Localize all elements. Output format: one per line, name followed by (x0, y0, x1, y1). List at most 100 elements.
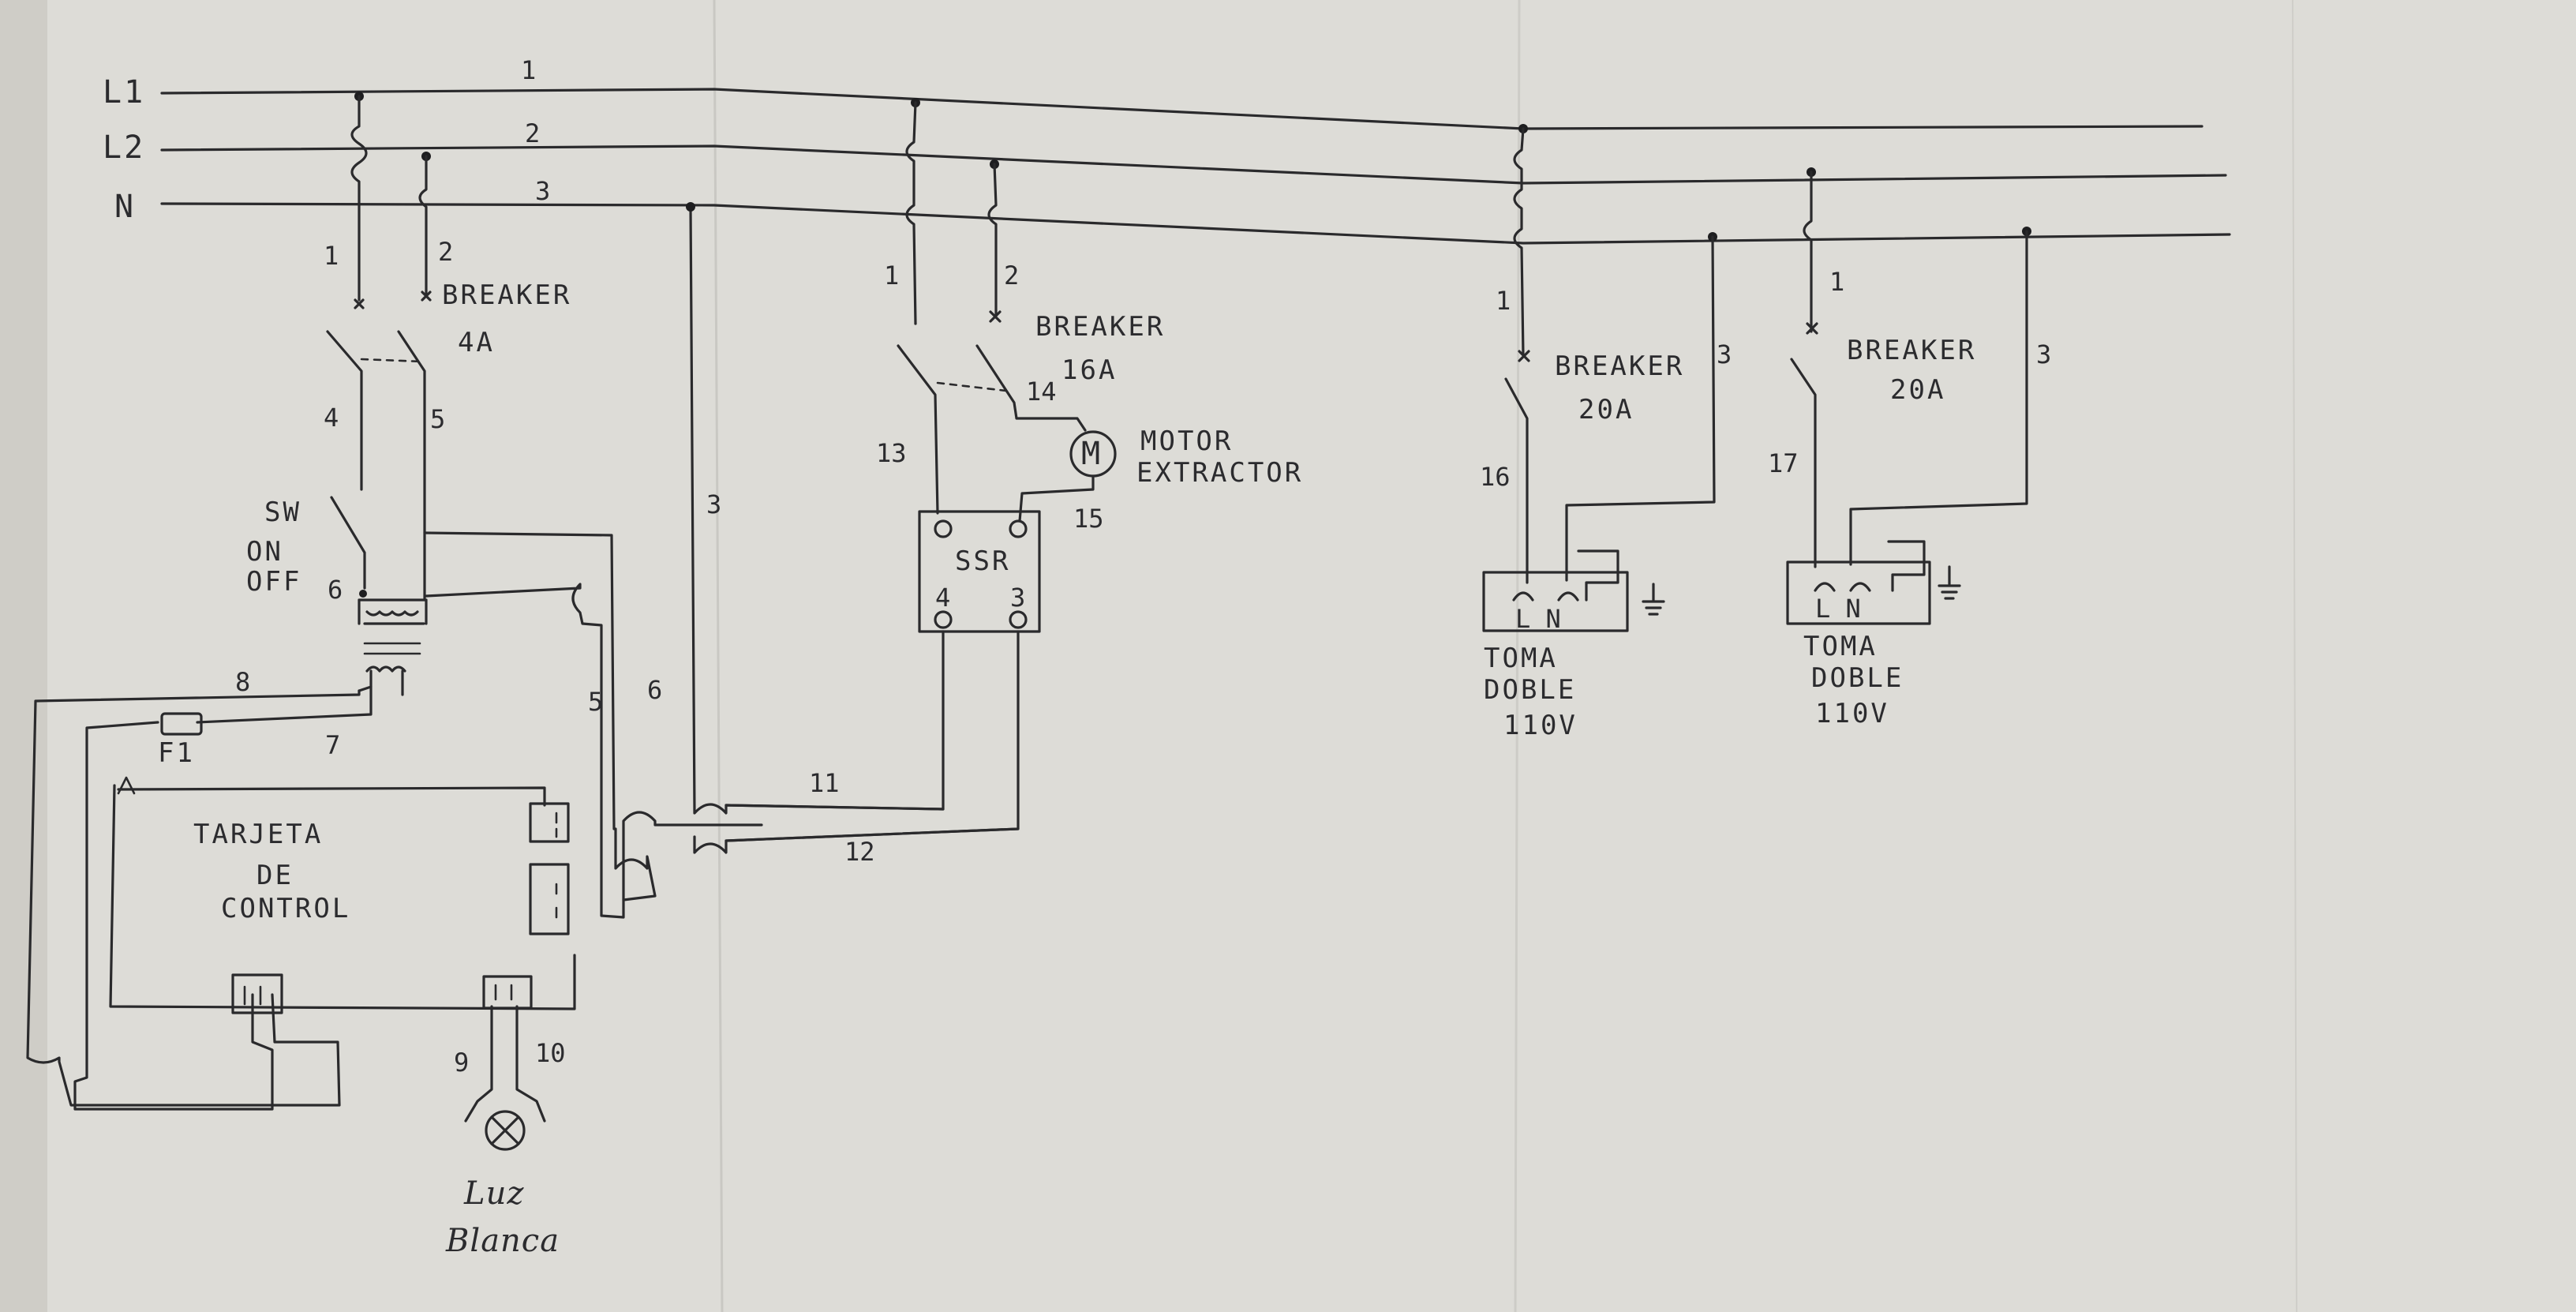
outlet-2-breaker-rating: 20A (1890, 374, 1945, 406)
wire-number: 6 (328, 575, 343, 605)
wire-number: 3 (1717, 339, 1732, 369)
motor-label-line-2: EXTRACTOR (1136, 457, 1303, 489)
outlet-1-label-line-3: 110V (1503, 710, 1578, 741)
outlet-1-pins (1512, 549, 1619, 602)
wire-7 (73, 685, 373, 1111)
wire-15 (1018, 474, 1095, 523)
breaker-4a-terminals (354, 291, 432, 309)
switch-contact (330, 496, 366, 590)
transformer-core (363, 642, 421, 655)
outlet-2-breaker-label: BREAKER (1847, 335, 1976, 366)
wire-number: 1 (1829, 267, 1844, 297)
wire-3-outlet-2 (1849, 230, 2028, 566)
breaker-16a-label: BREAKER (1035, 311, 1165, 343)
wire-breaker-4a-pole-2 (418, 155, 428, 298)
bus-l2 (160, 144, 2227, 185)
paper-fold-2 (1514, 0, 1521, 1312)
breaker-4a-rating: 4A (458, 327, 495, 358)
wire-number: 6 (647, 675, 662, 705)
ssr-terminal (1009, 610, 1028, 629)
breaker-20a-terminal-1 (1518, 350, 1530, 362)
wire-8 (26, 531, 616, 1107)
outlet-2-label-line-1: TOMA (1803, 631, 1878, 662)
wire-breaker-4a-pole-1 (350, 95, 368, 302)
outlet-2-box (1786, 560, 1931, 625)
outlet-2-pins (1814, 540, 1926, 592)
control-loop-wiring (26, 202, 1020, 1111)
breaker-4a-label: BREAKER (442, 279, 571, 311)
wire-number-3: 3 (535, 176, 550, 206)
wire-12 (724, 630, 1020, 842)
ssr-terminal-label: 4 (935, 583, 950, 613)
ssr-terminal (934, 519, 953, 538)
outlet-1-pin-labels: L N (1515, 604, 1561, 634)
card-connector-bottom-2 (482, 975, 533, 1010)
wire-5 (425, 583, 763, 919)
card-title-line-1: TARJETA (193, 819, 323, 850)
transformer-leads (358, 598, 428, 625)
breaker-20a-terminal-2 (1806, 322, 1818, 335)
card-connector-pins (243, 984, 513, 1006)
bus-n (160, 202, 2231, 245)
card-title-line-2: DE (256, 860, 294, 891)
bus-lines (160, 88, 2231, 245)
wire-number: 17 (1768, 448, 1799, 478)
wire-6 (614, 827, 657, 902)
breaker-16a-contact-1 (897, 322, 939, 515)
lamp-cross (490, 1115, 520, 1145)
wire-number: 8 (235, 667, 250, 697)
on-off-switch (330, 496, 367, 598)
wire-number: 1 (884, 261, 899, 291)
card-terminal-block-1 (529, 802, 570, 843)
wire-breaker-16a-pole-2 (987, 163, 998, 317)
breaker-4a-section (326, 92, 432, 602)
wire-breaker-20a-outlet-2 (1803, 171, 1813, 333)
breaker-16a-link (936, 381, 1008, 392)
wire-number: 2 (1004, 261, 1019, 291)
breaker-16a-contact-2 (975, 344, 1087, 432)
wire-number: 7 (325, 730, 340, 760)
outlet-1-section (1482, 124, 1717, 632)
outlet-1-breaker-label: BREAKER (1555, 350, 1684, 382)
wire-number-1: 1 (521, 55, 536, 85)
ssr-terminal (934, 610, 953, 629)
wire-number: 3 (2036, 339, 2051, 369)
card-connector-bottom-1 (231, 973, 283, 1014)
wire-3-neutral (689, 205, 1020, 854)
outlet-1-label-line-2: DOBLE (1484, 674, 1576, 706)
outlet-1-breaker-rating: 20A (1578, 394, 1634, 425)
switch-label-off: OFF (246, 566, 301, 598)
card-title-line-3: CONTROL (221, 893, 350, 924)
breaker-20a-contact-2 (1790, 358, 1817, 568)
wire-number: 5 (588, 687, 603, 717)
outlet-2-section (1786, 167, 2031, 625)
wire-number: 10 (535, 1038, 566, 1068)
label-n: N (114, 189, 136, 225)
wire-number: 4 (324, 403, 339, 433)
bus-l1 (160, 88, 2203, 130)
wire-number-2: 2 (525, 118, 540, 148)
white-lamp (464, 1005, 546, 1151)
ssr-terminal-label: 3 (1010, 583, 1025, 613)
wire-number: 14 (1026, 377, 1057, 407)
breaker-16a-section (897, 98, 1117, 633)
wire-number: 15 (1073, 504, 1104, 534)
ssr-terminal (1009, 519, 1028, 538)
ssr-relay (918, 510, 1041, 633)
outlet-1-label-line-1: TOMA (1484, 643, 1558, 674)
junction-dot (359, 590, 367, 598)
wire-breaker-20a-outlet-1 (1513, 127, 1525, 357)
wire-number: 13 (876, 438, 907, 468)
wire-11 (724, 630, 945, 811)
breaker-20a-contact-1 (1504, 377, 1529, 584)
motor-label-line-1: MOTOR (1140, 425, 1233, 457)
ground-icon (1642, 583, 1665, 616)
control-card-corner-mark (117, 776, 136, 795)
outlet-2-label-line-2: DOBLE (1811, 662, 1904, 694)
motor-letter: M (1081, 436, 1103, 472)
transformer (358, 598, 428, 696)
wire-number: 2 (438, 237, 453, 267)
control-card (109, 776, 576, 1014)
